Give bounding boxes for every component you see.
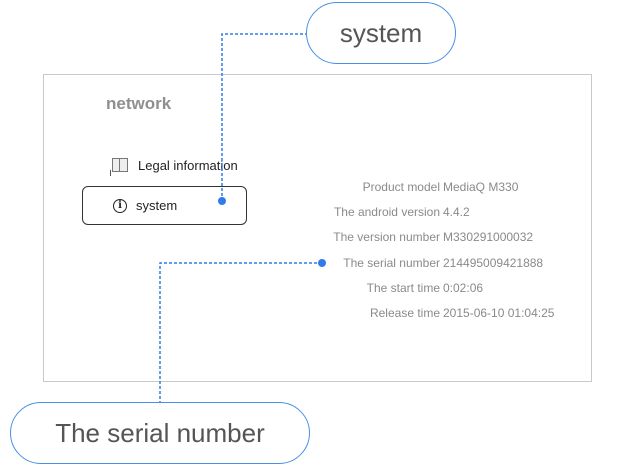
- info-value: MediaQ M330: [443, 180, 519, 194]
- info-label: The start time: [366, 281, 440, 295]
- serial-leader-line: [159, 262, 322, 402]
- system-callout: system: [306, 2, 456, 64]
- info-value: 4.4.2: [443, 205, 470, 219]
- divider-tick: [110, 170, 111, 176]
- system-leader-line: [221, 33, 306, 201]
- system-item[interactable]: i system: [82, 186, 247, 225]
- system-leader-dot: [218, 197, 226, 205]
- system-label: system: [136, 198, 178, 213]
- info-label: Release time: [369, 306, 440, 320]
- serial-leader-dot: [318, 259, 326, 267]
- info-label: The serial number: [343, 256, 440, 270]
- settings-panel: [43, 74, 592, 382]
- section-title: network: [106, 94, 172, 113]
- legal-information-label: Legal information: [138, 157, 238, 173]
- book-icon: [112, 158, 128, 172]
- info-label: Product model: [362, 180, 440, 194]
- serial-number-callout: The serial number: [10, 402, 310, 464]
- info-label: The android version: [333, 205, 440, 219]
- info-value: 214495009421888: [443, 256, 544, 270]
- info-value: M330291000032: [443, 230, 534, 244]
- info-value: 2015-06-10 01:04:25: [443, 306, 555, 320]
- info-value: 0:02:06: [443, 281, 484, 295]
- info-label: The version number: [333, 230, 440, 244]
- info-icon: i: [113, 198, 127, 213]
- legal-information-item[interactable]: Legal information: [112, 156, 238, 174]
